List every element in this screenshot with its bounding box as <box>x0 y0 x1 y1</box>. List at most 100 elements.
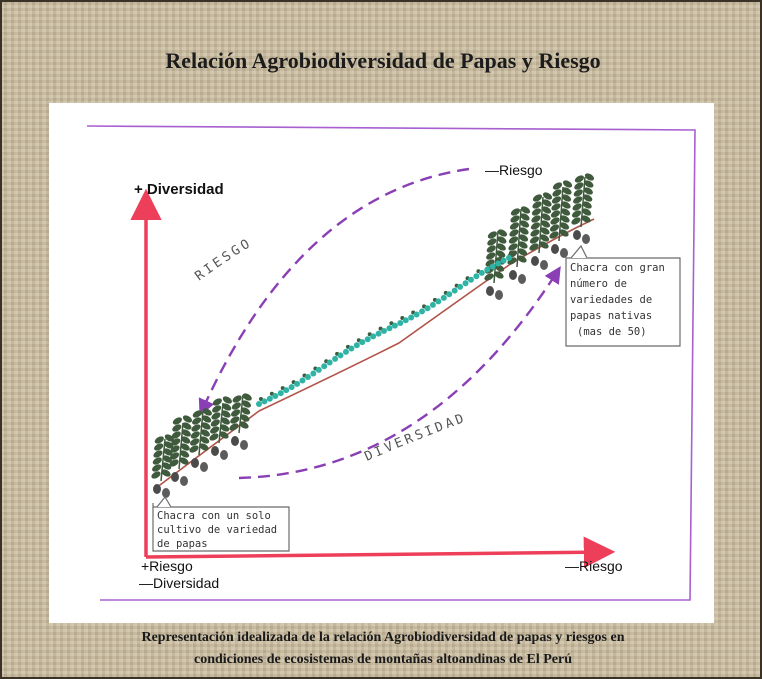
potato-leaf <box>560 215 570 223</box>
potato-leaf <box>529 236 540 244</box>
potato-leaf <box>583 194 593 202</box>
potato-leaf <box>484 273 494 281</box>
potato-leaf <box>487 231 498 239</box>
flower-dot <box>348 345 355 352</box>
potato-tuber <box>240 440 248 450</box>
potato-leaf <box>200 436 210 444</box>
potato-leaf <box>220 424 230 432</box>
potato-leaf <box>510 215 520 223</box>
flower-dot <box>419 308 426 315</box>
flower-dot <box>283 387 290 394</box>
potato-leaf <box>541 213 551 221</box>
potato-leaf <box>201 422 211 430</box>
potato-leaf <box>241 407 251 415</box>
potato-leaf <box>562 180 573 188</box>
flower-dot <box>446 291 453 298</box>
potato-tuber <box>191 458 199 468</box>
potato-leaf <box>229 423 239 431</box>
potato-leaf <box>221 410 231 418</box>
potato-leaf <box>541 206 552 214</box>
potato-leaf <box>549 231 559 239</box>
potato-leaf <box>539 234 550 242</box>
flower-dot <box>495 260 502 267</box>
flower-dot <box>288 384 295 391</box>
potato-leaf <box>531 208 542 216</box>
flower-dot <box>451 287 458 294</box>
flower-dot <box>506 254 512 261</box>
potato-leaf <box>212 405 222 413</box>
potato-plants-illustration <box>151 173 595 498</box>
flower-dot <box>261 398 268 405</box>
potato-leaf <box>169 459 179 467</box>
potato-leaf <box>231 409 241 417</box>
potato-leaf <box>517 248 528 256</box>
potato-tuber <box>200 462 208 472</box>
potato-tuber <box>171 472 179 482</box>
page-title: Relación Agrobiodiversidad de Papas y Ri… <box>165 48 601 73</box>
potato-leaf <box>561 194 572 202</box>
potato-leaf <box>486 252 496 260</box>
origin-label-riesgo: +Riesgo <box>141 558 193 574</box>
flower-dot <box>342 348 349 355</box>
potato-leaf <box>509 229 519 237</box>
potato-leaf <box>496 243 506 251</box>
potato-leaf <box>496 250 506 258</box>
potato-leaf <box>231 402 241 410</box>
potato-tuber <box>486 286 494 296</box>
potato-leaf <box>240 414 250 422</box>
potato-tuber <box>540 260 548 270</box>
flower-dot <box>484 266 491 273</box>
flower-dot <box>337 352 344 359</box>
potato-leaf <box>573 189 583 197</box>
potato-leaf <box>171 431 181 439</box>
potato-tuber <box>153 484 161 494</box>
potato-leaf <box>561 201 571 209</box>
plant-stem <box>218 402 224 444</box>
potato-leaf <box>487 238 497 246</box>
flower-dot <box>370 333 377 340</box>
potato-leaf <box>210 419 220 427</box>
flower-dot <box>440 294 447 301</box>
potato-leaf <box>510 208 521 216</box>
potato-leaf <box>486 245 496 253</box>
potato-leaf <box>154 443 164 451</box>
figure-caption: Representación idealizada de la relación… <box>2 627 762 671</box>
potato-leaf <box>172 424 182 432</box>
potato-leaf <box>154 436 164 444</box>
potato-leaf <box>529 243 539 251</box>
flower-dot <box>375 330 382 337</box>
flower-dot <box>364 336 371 343</box>
diagram-svg: RIESGO DIVERSIDAD + Diversidad +Riesgo —… <box>86 125 696 601</box>
potato-leaf <box>574 175 585 183</box>
potato-leaf <box>162 462 172 470</box>
potato-leaf <box>540 220 551 228</box>
potato-leaf <box>551 203 561 211</box>
flower-dot <box>429 301 436 308</box>
potato-leaf <box>539 241 549 249</box>
leaf-dot <box>509 250 513 255</box>
potato-leaf <box>172 417 183 425</box>
potato-leaf <box>202 415 212 423</box>
potato-leaf <box>169 452 180 460</box>
flower-dot <box>391 322 398 329</box>
potato-leaf <box>549 224 560 232</box>
potato-tuber <box>582 234 590 244</box>
potato-leaf <box>180 443 190 451</box>
potato-leaf <box>170 445 180 453</box>
potato-leaf <box>241 400 251 408</box>
potato-leaf <box>550 210 561 218</box>
flower-dot <box>489 263 496 270</box>
potato-leaf <box>182 415 193 423</box>
flower-dot <box>402 317 409 324</box>
potato-leaf <box>542 199 552 207</box>
potato-leaf <box>519 220 530 228</box>
potato-leaf <box>583 187 593 195</box>
potato-leaf <box>153 450 163 458</box>
potato-leaf <box>582 201 592 209</box>
flower-dot <box>332 355 339 362</box>
potato-leaf <box>552 182 563 190</box>
riesgo-arrow <box>198 167 470 417</box>
potato-leaf <box>559 229 569 237</box>
potato-tuber <box>495 290 503 300</box>
